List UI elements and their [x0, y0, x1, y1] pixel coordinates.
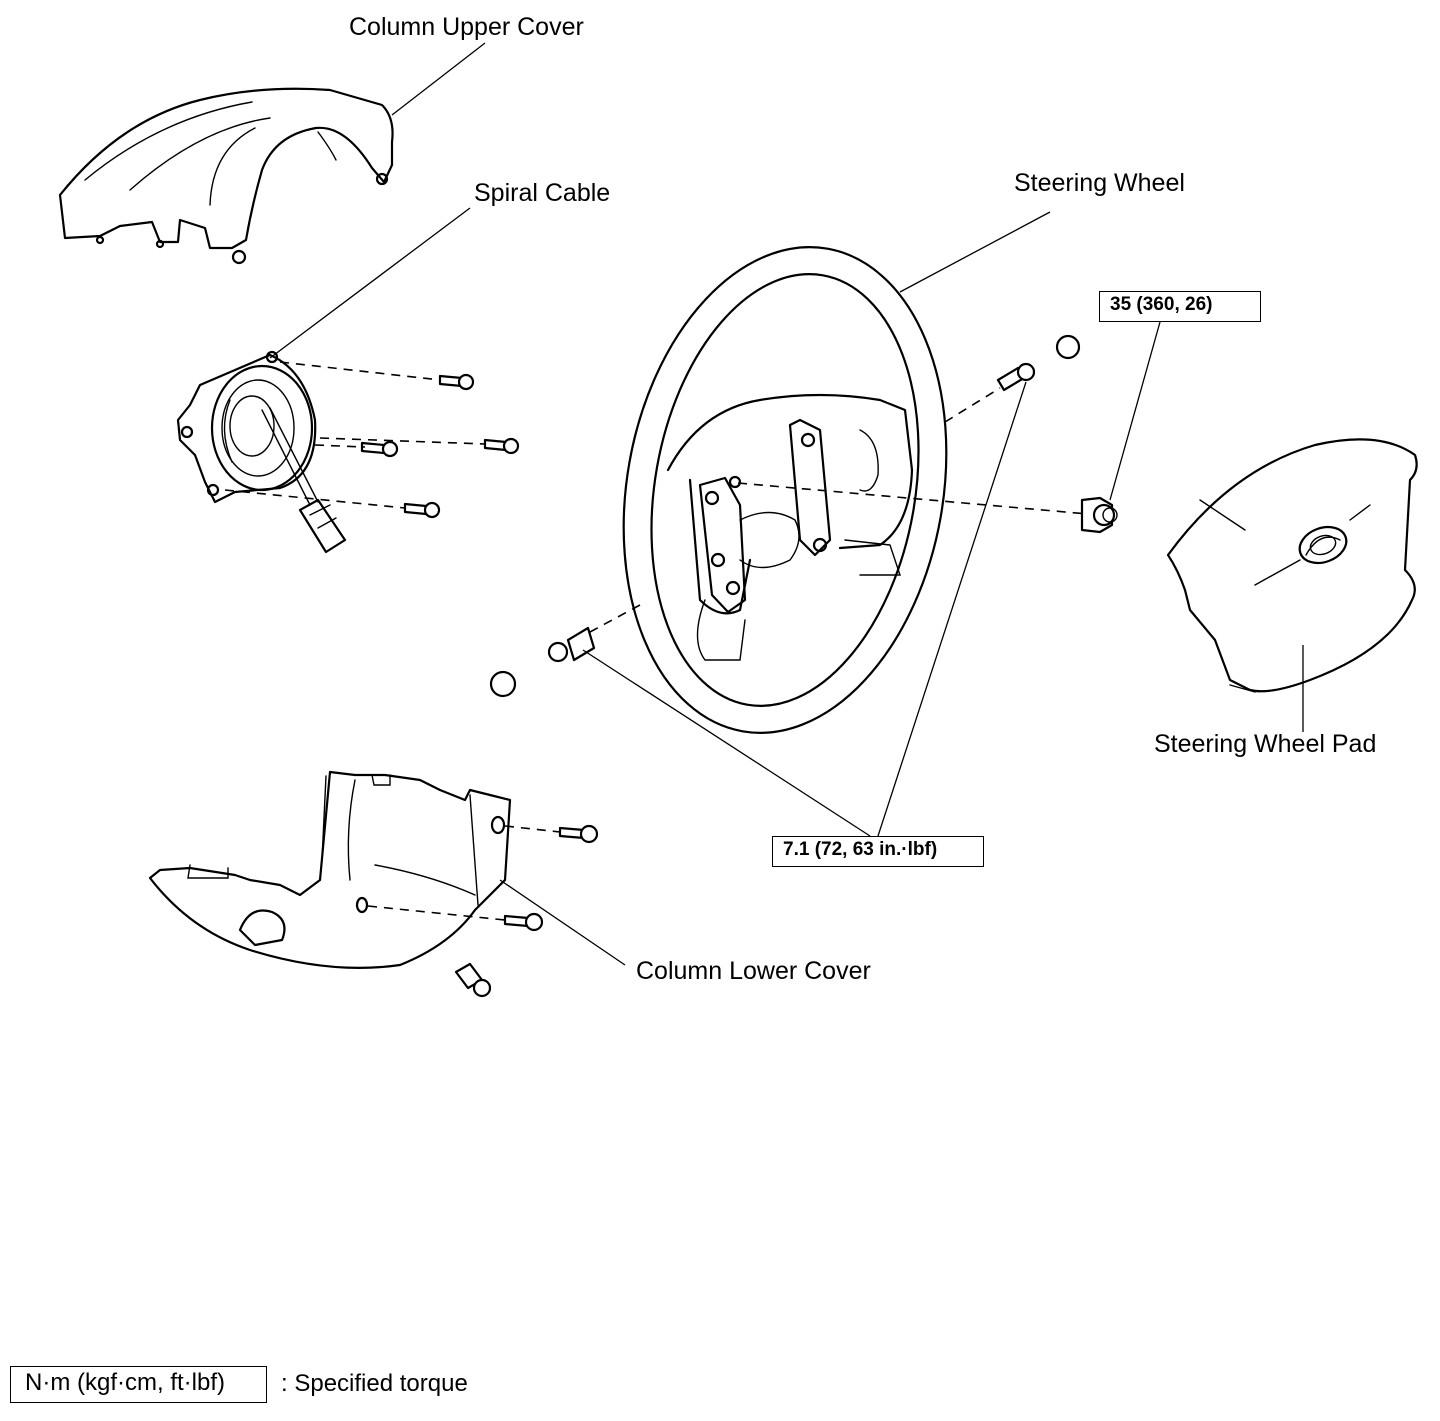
nut-torque-leader [1109, 321, 1161, 501]
upper-cover-leader [391, 42, 486, 116]
spiral-cable-part [176, 350, 347, 554]
steering-wheel-fasteners [489, 334, 1118, 698]
steering-wheel-pad-label: Steering Wheel Pad [1154, 730, 1377, 758]
lower-cover-screws [367, 824, 599, 998]
torque-legend-description: : Specified torque [281, 1370, 468, 1397]
nut-torque-spec: 35 (360, 26) [1099, 291, 1261, 322]
column-lower-cover-part [148, 770, 512, 969]
column-upper-cover-label: Column Upper Cover [349, 13, 584, 41]
screw-torque-leader-1 [582, 649, 871, 837]
steering-wheel-leader [899, 211, 1051, 293]
steering-wheel-pad-part [1166, 438, 1418, 693]
steering-wheel-part [622, 246, 948, 734]
column-upper-cover-part [58, 87, 394, 265]
spiral-cable-leader [269, 207, 471, 359]
lower-cover-leader [499, 879, 626, 966]
torque-legend-box: N·m (kgf·cm, ft·lbf) [10, 1366, 267, 1403]
screw-torque-spec: 7.1 (72, 63 in.·lbf) [772, 836, 984, 867]
steering-wheel-label: Steering Wheel [1014, 169, 1185, 197]
column-lower-cover-label: Column Lower Cover [636, 957, 871, 985]
screw-torque-leader-2 [877, 381, 1027, 837]
spiral-cable-label: Spiral Cable [474, 179, 611, 207]
spiral-cable-screws [224, 361, 520, 519]
